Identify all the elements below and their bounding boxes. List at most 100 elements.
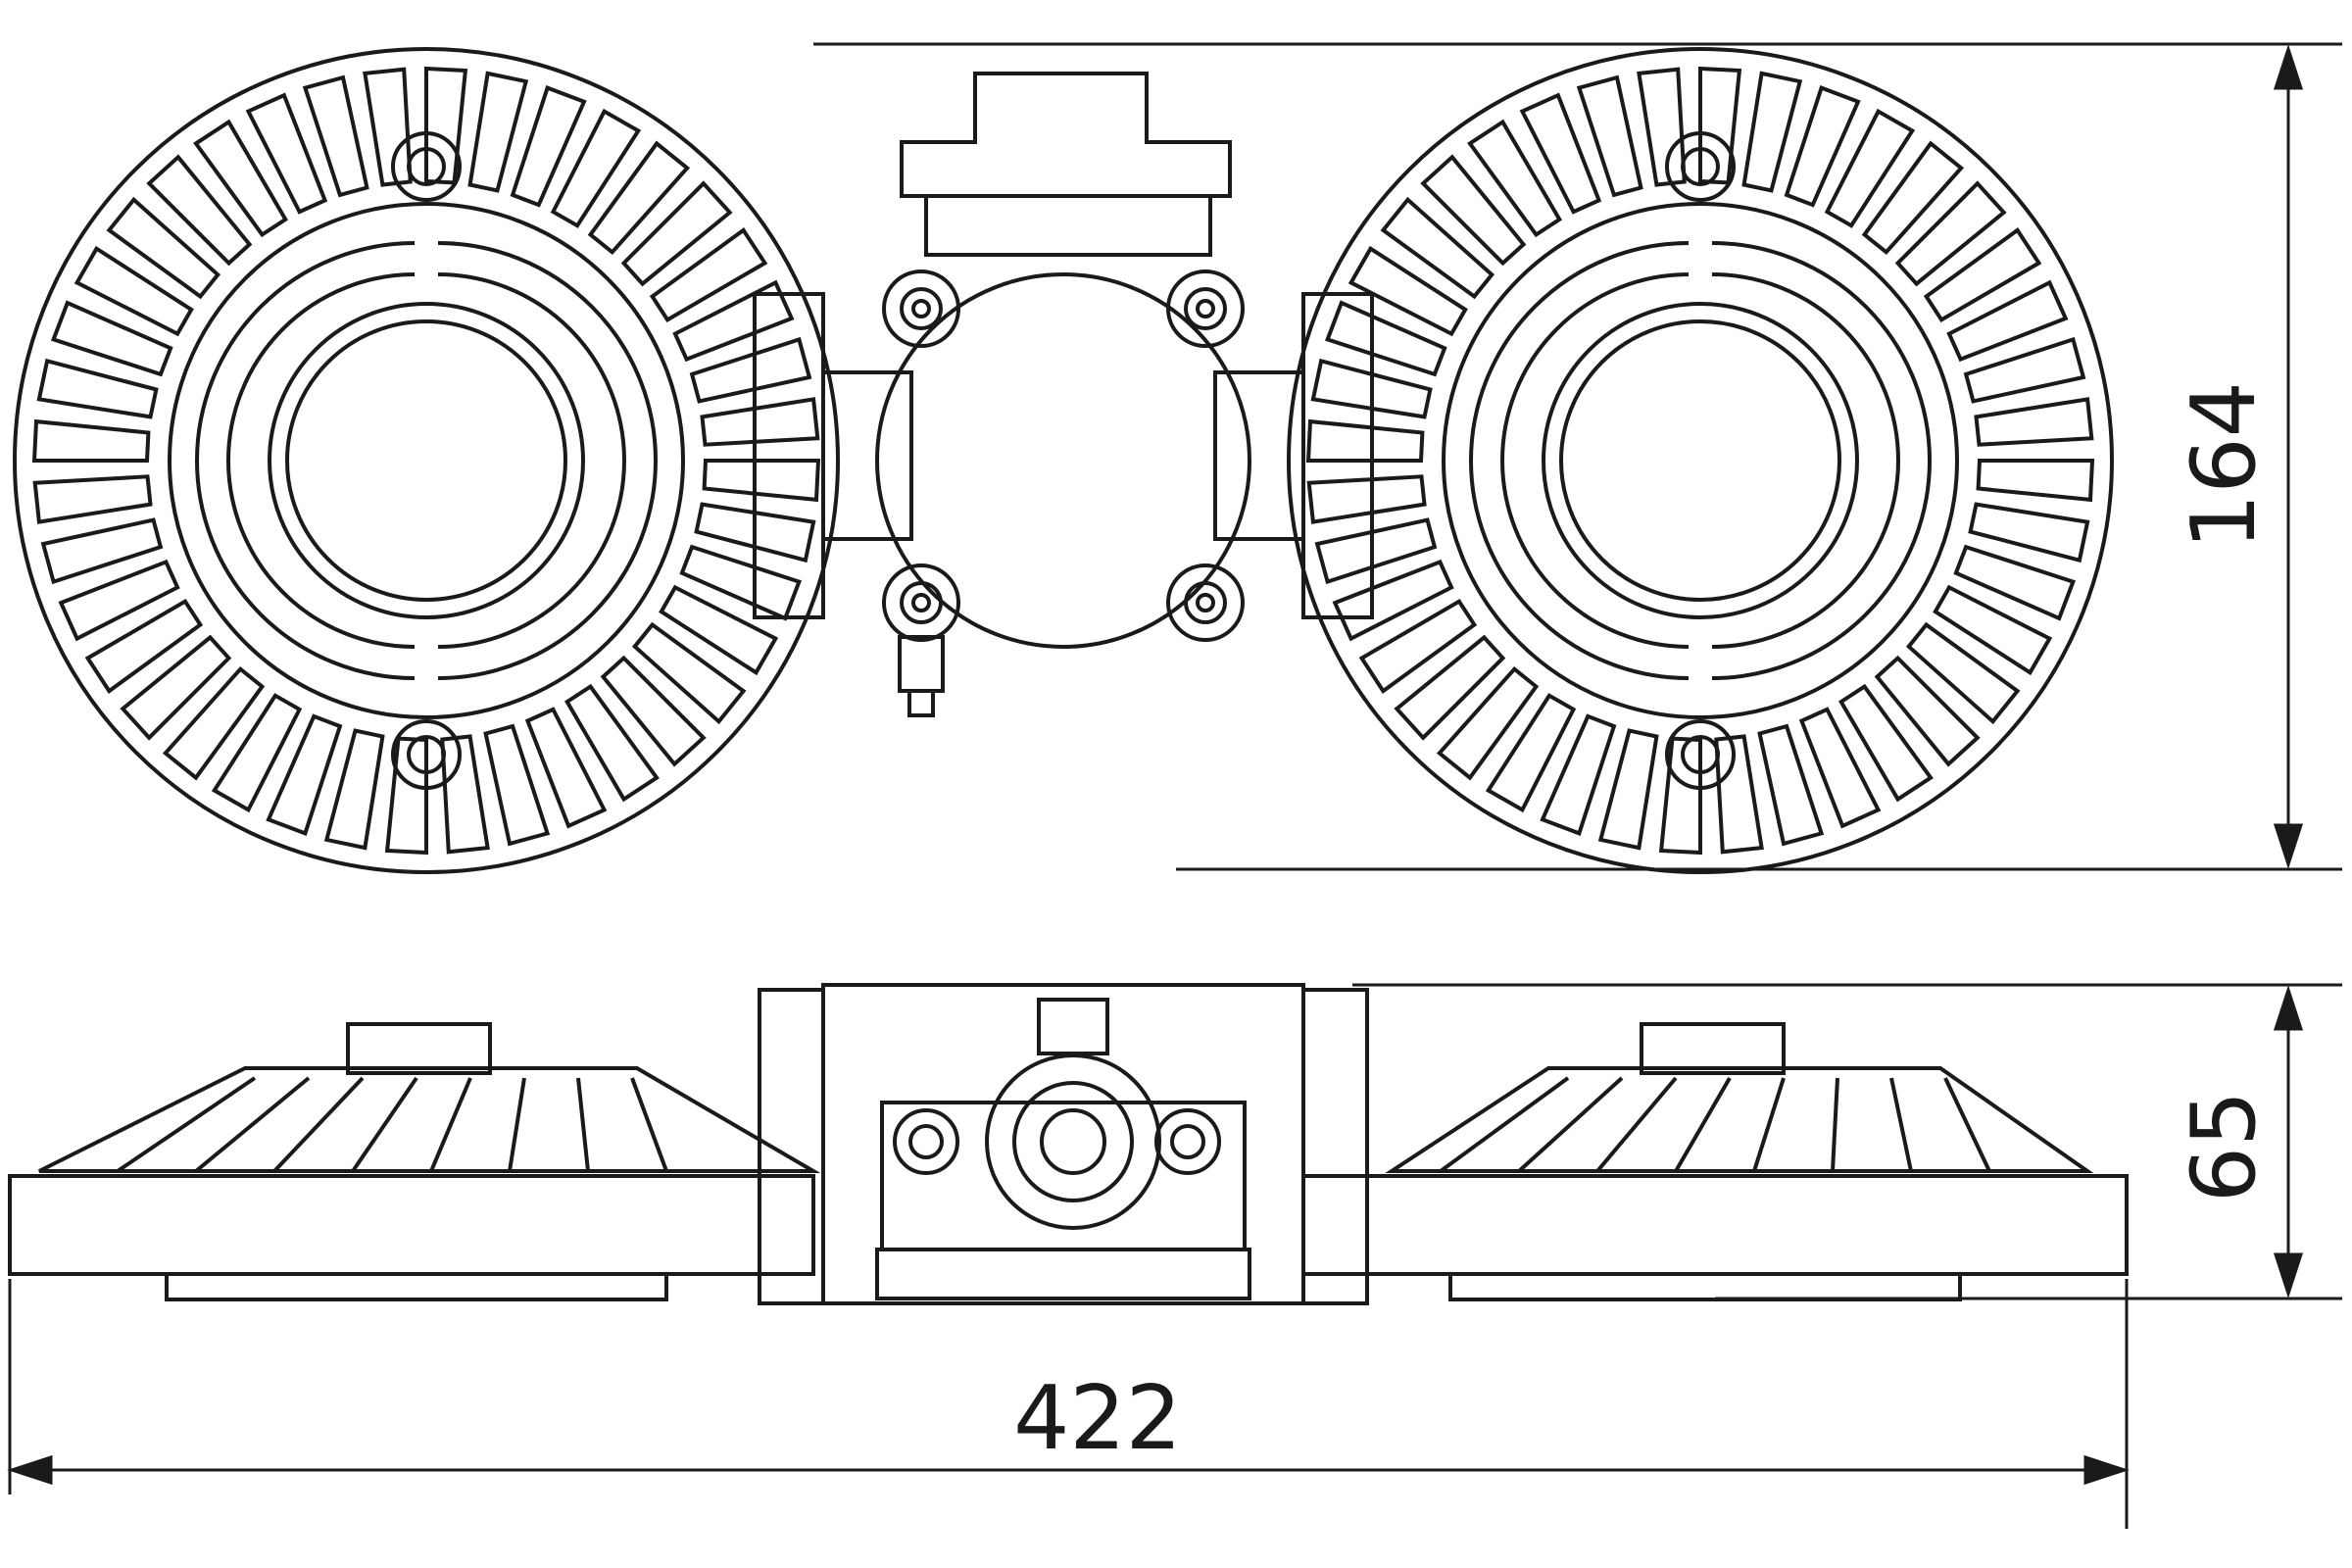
- ring-half-right-outer: [1711, 241, 1932, 680]
- left-bracket-side: [758, 988, 825, 1305]
- arrowhead: [2273, 823, 2304, 869]
- right-fin-profile: [1385, 1066, 2094, 1173]
- right-arm-plate: [1301, 292, 1374, 619]
- heatsink-fin: [1306, 474, 1427, 524]
- arrowhead: [2273, 1252, 2304, 1298]
- side-fin: [1943, 1077, 1991, 1172]
- box-neck: [924, 194, 1212, 257]
- side-fin: [116, 1076, 257, 1173]
- heatsink-fin: [1358, 599, 1478, 694]
- ring-half-right-inner: [437, 272, 626, 649]
- dimension-height-side: 65: [2173, 1091, 2276, 1203]
- dimension-width-total: 422: [1013, 1367, 1182, 1470]
- side-fin: [1889, 1077, 1913, 1172]
- side-view: [8, 983, 2129, 1305]
- heatsink-fin: [1305, 418, 1425, 463]
- screw-head: [1184, 287, 1227, 330]
- heatsink-fin: [1798, 707, 1882, 829]
- heatsink-fin: [700, 397, 820, 447]
- dimension-lines: [7, 42, 2342, 1529]
- box-body-round: [875, 272, 1251, 649]
- mount-hole: [407, 735, 446, 774]
- heatsink-fin: [1576, 74, 1643, 198]
- heatsink-fin: [1963, 336, 2086, 404]
- heatsink-fin: [1838, 683, 1934, 803]
- heatsink-fin: [679, 544, 803, 621]
- left-lamp-disc: [13, 47, 840, 874]
- heatsink-fin: [1953, 544, 2077, 621]
- arrowhead: [7, 1454, 53, 1486]
- screw-head: [1184, 581, 1227, 624]
- heatsink-fin: [689, 336, 812, 404]
- cable-gland-top: [900, 72, 1232, 198]
- screw-center: [1196, 593, 1215, 612]
- arrowhead: [2273, 985, 2304, 1031]
- disc-outer-rim: [1287, 47, 2114, 874]
- heatsink-fin: [510, 84, 587, 208]
- heatsink-fin: [1467, 119, 1562, 238]
- heatsink-fin: [564, 683, 660, 803]
- ring-half-left-inner: [1500, 272, 1690, 649]
- screw-boss: [893, 1108, 959, 1175]
- screw-boss: [1166, 270, 1245, 348]
- heatsink-fin: [106, 196, 221, 300]
- side-fin: [630, 1077, 668, 1172]
- mount-hole: [407, 147, 446, 186]
- heatsink-fin: [550, 108, 642, 228]
- heatsink-fin: [302, 74, 369, 198]
- ring-half-left-outer: [195, 241, 416, 680]
- heatsink-fin: [162, 665, 266, 781]
- heatsink-fin: [1714, 734, 1764, 855]
- heatsink-fin: [1946, 279, 2069, 363]
- side-fin: [429, 1077, 472, 1172]
- top-view: [13, 47, 2114, 874]
- heatsink-fin: [1933, 584, 2053, 676]
- heatsink-fin: [1348, 245, 1468, 337]
- lens-inner: [285, 319, 567, 602]
- screw-boss: [1166, 564, 1245, 642]
- screw-center: [911, 593, 931, 612]
- right-top-cap: [1640, 1022, 1786, 1075]
- heatsink-fin: [672, 279, 795, 363]
- side-fin: [508, 1077, 526, 1172]
- right-led-strip: [1448, 1272, 1962, 1301]
- disc-outer-rim: [13, 47, 840, 874]
- side-fin: [576, 1077, 590, 1172]
- box-base: [875, 1248, 1251, 1300]
- lens-outer: [1542, 302, 1859, 619]
- heatsink-fin: [1394, 634, 1506, 741]
- ring-half-right-inner: [1711, 272, 1900, 649]
- heatsink-fin: [58, 559, 180, 642]
- left-arm-plate: [753, 292, 825, 619]
- left-base-plate: [8, 1174, 815, 1276]
- side-fin: [1831, 1077, 1839, 1172]
- heatsink-fin: [74, 245, 194, 337]
- heatsink-fin: [1784, 84, 1861, 208]
- heatsink-fin: [146, 154, 253, 267]
- dimension-height-top: 164: [2173, 381, 2276, 550]
- heatsink-fin: [245, 92, 328, 215]
- valve-tip: [907, 689, 935, 717]
- heatsink-fin: [1905, 621, 2021, 725]
- heatsink-fin: [384, 736, 428, 856]
- heatsink-fin: [587, 140, 691, 256]
- screw-boss: [1154, 1108, 1221, 1175]
- heatsink-fin: [524, 707, 608, 829]
- heatsink-fin: [1757, 723, 1825, 847]
- left-fin-profile: [38, 1066, 821, 1173]
- heatsink-fin: [211, 693, 303, 813]
- heatsink-fin: [1923, 227, 2042, 322]
- heatsink-fin: [702, 459, 821, 503]
- heatsink-fin: [1968, 502, 2090, 564]
- side-fin: [1517, 1076, 1624, 1173]
- heatsink-fin: [1540, 713, 1617, 837]
- screw-head: [900, 581, 943, 624]
- heatsink-fin: [440, 734, 490, 855]
- heatsink-fin: [1976, 459, 2095, 503]
- heatsink-fin: [1436, 665, 1540, 781]
- heatsink-fin: [1380, 196, 1495, 300]
- screw-head: [908, 1124, 944, 1159]
- heatsink-fin: [1824, 108, 1916, 228]
- heatsink-fin: [193, 119, 288, 238]
